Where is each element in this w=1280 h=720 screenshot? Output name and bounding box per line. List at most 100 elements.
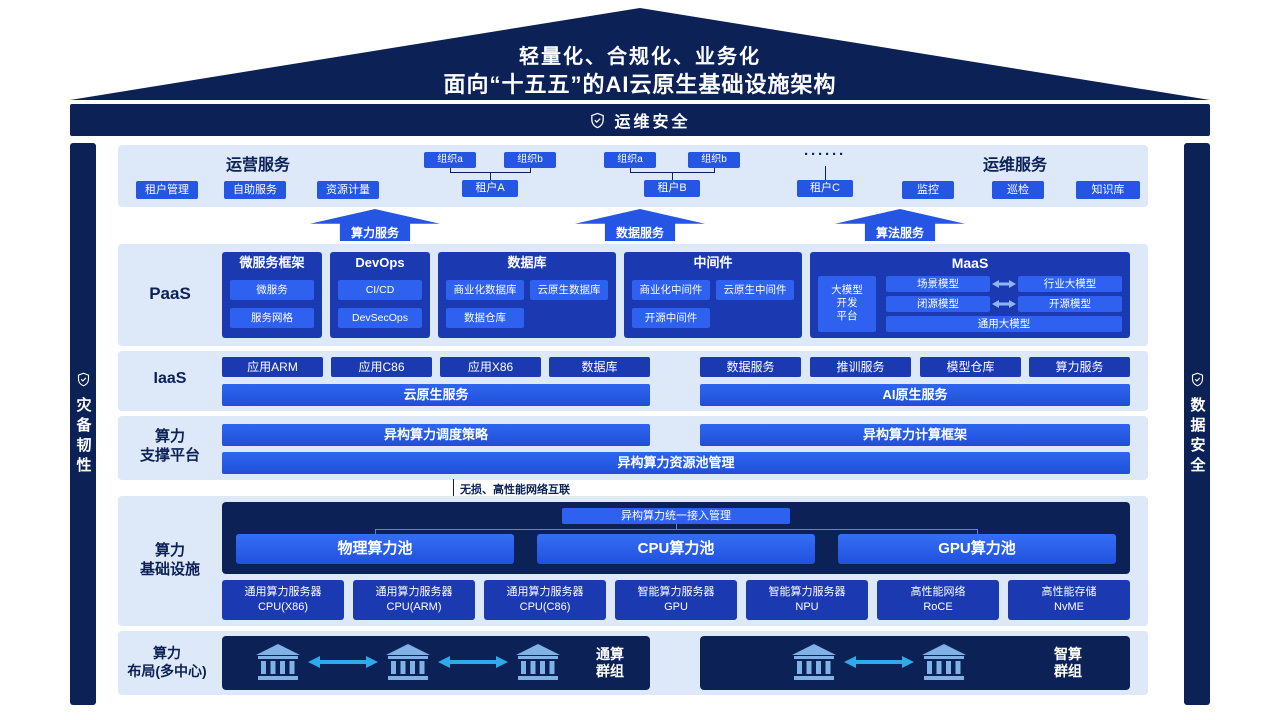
cpu-pool: CPU算力池 xyxy=(537,534,815,564)
more-tenants-dots: ······ xyxy=(804,146,846,163)
general-cluster-label: 通算 群组 xyxy=(578,646,642,680)
org-b-button: 组织b xyxy=(504,152,556,168)
maintenance-services-title: 运维服务 xyxy=(982,157,1047,174)
group-title: MaaS xyxy=(951,255,989,271)
group-title: 数据库 xyxy=(507,255,547,270)
label-line: 算力 xyxy=(153,645,181,661)
server-line: CPU(X86) xyxy=(257,601,309,613)
datacenter-icon xyxy=(792,644,836,680)
ops-security-label: 运维安全 xyxy=(614,114,691,131)
paas-group-database: 数据库 商业化数据库 云原生数据库 数据仓库 xyxy=(438,252,616,338)
computing-framework-bar: 异构算力计算框架 xyxy=(700,424,1130,446)
interconnect-label: 无损、高性能网络互联 xyxy=(460,484,570,496)
datacenter-icon xyxy=(256,644,300,680)
connector-line xyxy=(375,529,977,530)
cloud-native-db-button: 云原生数据库 xyxy=(530,280,608,300)
group-title: 微服务框架 xyxy=(239,255,305,270)
devsecops-button: DevSecOps xyxy=(338,308,422,328)
double-arrow-icon xyxy=(844,656,914,668)
datacenter-icon xyxy=(386,644,430,680)
server-line: 通用算力服务器 xyxy=(375,586,453,598)
operation-services-title: 运营服务 xyxy=(225,157,290,174)
connector-line xyxy=(375,529,376,534)
compute-service-button: 算力服务 xyxy=(1029,357,1130,377)
self-service-button: 自助服务 xyxy=(224,181,286,199)
label-line: 智算 xyxy=(1054,646,1082,662)
platform-line: 平台 xyxy=(836,310,858,322)
commercial-middleware-button: 商业化中间件 xyxy=(632,280,710,300)
resource-metering-button: 资源计量 xyxy=(317,181,379,199)
paas-label: PaaS xyxy=(149,284,191,303)
ai-native-services-bar: AI原生服务 xyxy=(700,384,1130,406)
group-title: DevOps xyxy=(355,255,405,270)
cloud-native-middleware-button: 云原生中间件 xyxy=(716,280,794,300)
tenant-management-button: 租户管理 xyxy=(136,181,198,199)
service-mesh-button: 服务网格 xyxy=(230,308,314,328)
connector-line xyxy=(676,524,677,529)
shield-icon xyxy=(591,112,605,128)
roof-title-line1: 轻量化、合规化、业务化 xyxy=(519,46,761,68)
open-model-button: 开源模型 xyxy=(1018,296,1122,312)
interconnect-line xyxy=(453,479,454,496)
label-line: 群组 xyxy=(596,663,624,679)
group-title: 中间件 xyxy=(693,255,733,270)
label-line: 支撑平台 xyxy=(139,447,200,464)
swap-arrow-icon xyxy=(992,280,1016,288)
connector-line xyxy=(672,172,673,180)
datacenter-icon xyxy=(922,644,966,680)
double-arrow-icon xyxy=(308,656,378,668)
compute-infra-label: 算力 基础设施 xyxy=(118,541,222,579)
physical-pool: 物理算力池 xyxy=(236,534,514,564)
ops-security-bar: 运维安全 xyxy=(70,104,1210,136)
algorithm-service-arrow: 算法服务 xyxy=(835,209,965,241)
server-line: NvME xyxy=(1054,601,1084,613)
org-b-button: 组织b xyxy=(688,152,740,168)
commercial-db-button: 商业化数据库 xyxy=(446,280,524,300)
cloud-native-services-bar: 云原生服务 xyxy=(222,384,650,406)
database-button: 数据库 xyxy=(549,357,650,377)
platform-line: 开发 xyxy=(836,297,858,309)
access-mgmt-bar: 异构算力统一接入管理 xyxy=(562,508,790,524)
tenant-b-button: 租户B xyxy=(644,180,700,197)
server-cpu-arm: 通用算力服务器 CPU(ARM) xyxy=(353,580,475,620)
tenant-c-button: 租户C xyxy=(797,180,853,197)
roof-title-line2: 面向“十五五”的AI云原生基础设施架构 xyxy=(443,72,837,97)
server-npu: 智能算力服务器 NPU xyxy=(746,580,868,620)
iaas-label: IaaS xyxy=(153,370,187,387)
paas-group-microservice-framework: 微服务框架 微服务 服务网格 xyxy=(222,252,322,338)
paas-group-maas: MaaS 大模型 开发 平台 场景模型 行业大模型 闭源模型 开源模型 通用大模… xyxy=(810,252,1130,338)
ai-cluster-label: 智算 群组 xyxy=(1036,646,1100,680)
scheduling-policy-bar: 异构算力调度策略 xyxy=(222,424,650,446)
disaster-resilience-label: 灾备韧性 xyxy=(74,396,92,477)
platform-line: 大模型 xyxy=(831,284,863,296)
label-line: 通算 xyxy=(596,646,624,662)
roof-banner: 轻量化、合规化、业务化 面向“十五五”的AI云原生基础设施架构 xyxy=(70,8,1210,100)
server-line: GPU xyxy=(664,601,688,613)
closed-model-button: 闭源模型 xyxy=(886,296,990,312)
cicd-button: CI/CD xyxy=(338,280,422,300)
label-line: 算力 xyxy=(154,428,185,445)
model-repo-button: 模型仓库 xyxy=(920,357,1021,377)
ai-compute-cluster-box: 智算 群组 xyxy=(700,636,1130,690)
server-line: CPU(C86) xyxy=(519,601,571,613)
data-warehouse-button: 数据仓库 xyxy=(446,308,524,328)
connector-line xyxy=(714,168,715,173)
large-model-dev-platform-button: 大模型 开发 平台 xyxy=(818,276,876,332)
swap-arrow-icon xyxy=(992,300,1016,308)
gpu-pool: GPU算力池 xyxy=(838,534,1116,564)
label-line: 算力 xyxy=(154,542,185,559)
compute-platform-label: 算力 支撑平台 xyxy=(118,427,222,465)
server-line: 通用算力服务器 xyxy=(244,586,322,598)
training-inference-button: 推训服务 xyxy=(810,357,911,377)
paas-group-middleware: 中间件 商业化中间件 云原生中间件 开源中间件 xyxy=(624,252,802,338)
scene-model-button: 场景模型 xyxy=(886,276,990,292)
general-compute-cluster-box: 通算 群组 xyxy=(222,636,650,690)
server-line: 智能算力服务器 xyxy=(768,586,846,598)
compute-layout-label: 算力 布局(多中心) xyxy=(112,644,222,680)
inspection-button: 巡检 xyxy=(992,181,1044,199)
label-line: 布局(多中心) xyxy=(127,663,207,679)
general-model-bar: 通用大模型 xyxy=(886,316,1122,332)
disaster-resilience-sidebar: 灾备韧性 xyxy=(70,143,96,705)
tenant-a-button: 租户A xyxy=(462,180,518,197)
